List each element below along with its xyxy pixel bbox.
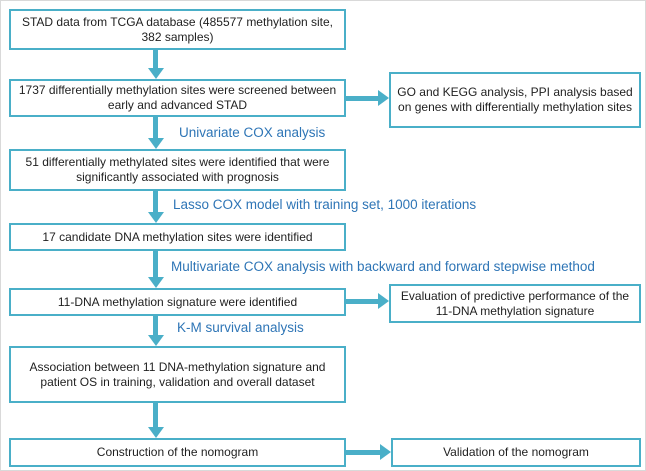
box-association-os-text: Association between 11 DNA-methylation s… bbox=[29, 359, 326, 389]
box-differential-sites-screened-text: 1737 differentially methylation sites we… bbox=[18, 83, 337, 112]
arrow-down-3-head-icon bbox=[148, 212, 164, 223]
arrow-right-2-head-icon bbox=[378, 293, 389, 309]
arrow-down-4-stem bbox=[153, 251, 158, 277]
arrow-right-3-head-icon bbox=[380, 444, 391, 460]
arrow-down-6-stem bbox=[153, 403, 158, 427]
box-go-kegg-ppi-text: GO and KEGG analysis, PPI analysis based… bbox=[397, 85, 633, 114]
arrow-down-3-stem bbox=[153, 191, 158, 212]
box-candidate-sites-text: 17 candidate DNA methylation sites were … bbox=[42, 229, 313, 244]
arrow-right-2-stem bbox=[346, 299, 378, 304]
box-go-kegg-ppi: GO and KEGG analysis, PPI analysis based… bbox=[389, 72, 641, 128]
box-prognosis-sites-text: 51 differentially methylated sites were … bbox=[25, 155, 330, 184]
arrow-down-5-head-icon bbox=[148, 335, 164, 346]
box-prognosis-sites: 51 differentially methylated sites were … bbox=[9, 149, 346, 191]
box-differential-sites-screened: 1737 differentially methylation sites we… bbox=[9, 79, 346, 117]
box-nomogram-construction-text: Construction of the nomogram bbox=[96, 445, 259, 459]
arrow-label-km-survival: K-M survival analysis bbox=[177, 320, 304, 335]
box-candidate-sites: 17 candidate DNA methylation sites were … bbox=[9, 223, 346, 251]
box-predictive-evaluation: Evaluation of predictive performance of … bbox=[389, 284, 641, 323]
arrow-right-1-stem bbox=[346, 96, 378, 101]
arrow-down-2-head-icon bbox=[148, 138, 164, 149]
arrow-down-6-head-icon bbox=[148, 427, 164, 438]
arrow-down-1-head-icon bbox=[148, 68, 164, 79]
arrow-down-5-stem bbox=[153, 316, 158, 335]
arrow-down-2-stem bbox=[153, 117, 158, 138]
box-nomogram-construction: Construction of the nomogram bbox=[9, 438, 346, 467]
box-stad-tcga-data-text: STAD data from TCGA database (485577 met… bbox=[21, 14, 334, 44]
arrow-down-4-head-icon bbox=[148, 277, 164, 288]
arrow-right-1-head-icon bbox=[378, 90, 389, 106]
box-signature-identified-text: 11-DNA methylation signature were identi… bbox=[57, 294, 298, 309]
box-nomogram-validation-text: Validation of the nomogram bbox=[443, 445, 589, 459]
arrow-down-1-stem bbox=[153, 50, 158, 69]
arrow-label-multivariate-cox: Multivariate COX analysis with backward … bbox=[171, 259, 595, 274]
box-association-os: Association between 11 DNA-methylation s… bbox=[9, 346, 346, 403]
box-nomogram-validation: Validation of the nomogram bbox=[391, 438, 641, 467]
arrow-label-lasso-cox: Lasso COX model with training set, 1000 … bbox=[173, 197, 477, 212]
box-predictive-evaluation-text: Evaluation of predictive performance of … bbox=[400, 288, 630, 318]
arrow-right-3-stem bbox=[346, 450, 380, 455]
box-stad-tcga-data: STAD data from TCGA database (485577 met… bbox=[9, 9, 346, 50]
arrow-label-univariate-cox: Univariate COX analysis bbox=[179, 125, 326, 140]
box-signature-identified: 11-DNA methylation signature were identi… bbox=[9, 288, 346, 316]
